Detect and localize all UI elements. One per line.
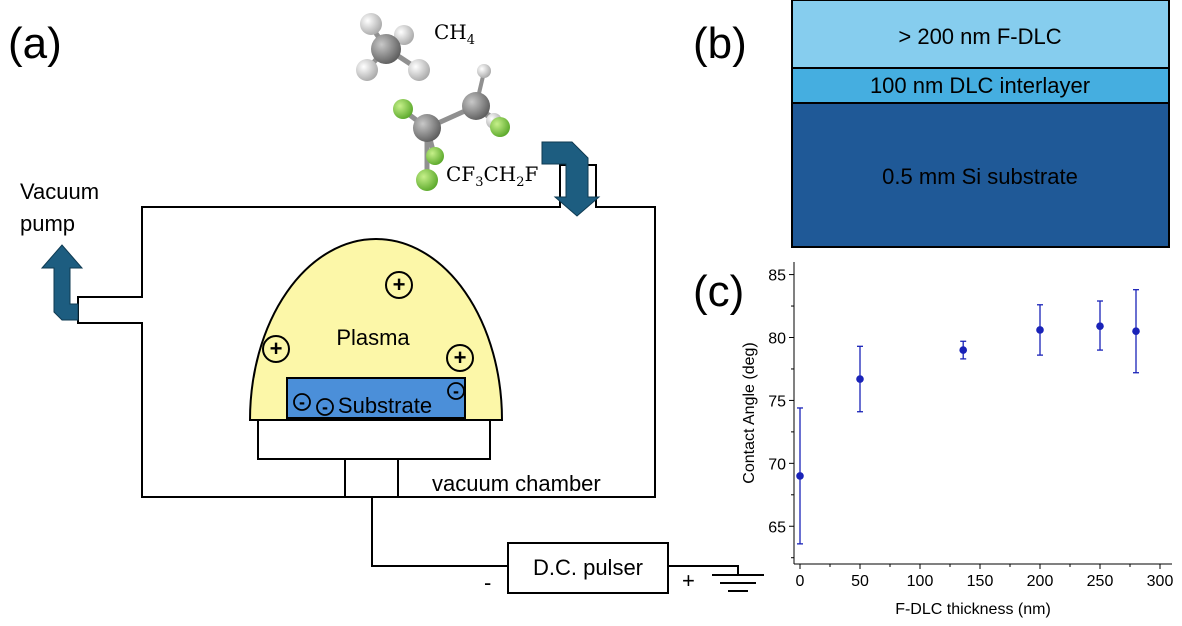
- tetrafluoroethane-formula: CF3CH2F: [446, 162, 539, 190]
- panel-a: (a) Plasma + + + Substrate - -: [8, 13, 764, 595]
- vacuum-pump-label: Vacuum: [20, 179, 99, 204]
- layer-si-substrate-label: 0.5 mm Si substrate: [882, 164, 1078, 189]
- panel-c: (c) 0 50 100 150 200 250 300 65 70 75 80 85F-DLC th…: [693, 262, 1173, 618]
- pump-outflow-arrow-icon: [40, 244, 84, 321]
- layer-fdlc-label: > 200 nm F-DLC: [898, 24, 1061, 49]
- dc-pulser-label: D.C. pulser: [533, 555, 643, 580]
- vacuum-chamber-outline: [77, 164, 656, 498]
- svg-text:-: -: [453, 381, 459, 401]
- substrate: [286, 377, 466, 419]
- ground-icon: [712, 574, 764, 592]
- data-point: [1132, 327, 1140, 336]
- y-axis-label: Contact Angle (deg): [741, 342, 758, 483]
- electrode-plate: [257, 419, 491, 460]
- dc-pulser-box: [507, 542, 669, 594]
- methane-molecule-icon: [356, 13, 430, 81]
- negative-charge-icon: -: [316, 397, 334, 417]
- x-tick-label: 0: [796, 573, 805, 590]
- substrate-label: Substrate: [338, 393, 432, 418]
- data-point: [1036, 326, 1044, 334]
- y-tick-label: 70: [768, 456, 786, 473]
- svg-text:-: -: [299, 392, 305, 412]
- panel-b: (b) > 200 nm F-DLC 100 nm DLC interlayer…: [693, 0, 1170, 248]
- data-point: [856, 375, 864, 383]
- tetrafluoroethane-molecule-icon: [393, 64, 510, 191]
- pulser-wire: [371, 497, 508, 567]
- x-tick-label: 100: [907, 573, 934, 590]
- x-tick-label: 50: [851, 573, 869, 590]
- x-tick-label: 250: [1087, 573, 1114, 590]
- vacuum-pump-label: pump: [20, 211, 75, 236]
- plasma-dome: [248, 238, 504, 421]
- layer-dlc-interlayer-label: 100 nm DLC interlayer: [870, 73, 1090, 98]
- x-axis-label: F-DLC thickness (nm): [895, 601, 1051, 618]
- pulser-minus-label: -: [484, 570, 491, 595]
- positive-ion-icon: +: [385, 271, 413, 299]
- pulser-plus-label: +: [682, 568, 695, 593]
- panel-c-label: (c): [693, 267, 744, 316]
- x-tick-label: 300: [1147, 573, 1174, 590]
- data-point: [796, 472, 804, 480]
- svg-text:+: +: [393, 272, 406, 297]
- data-point: [1096, 322, 1104, 330]
- electrode-feedthrough: [344, 458, 399, 498]
- x-tick-label: 200: [1027, 573, 1054, 590]
- positive-ion-icon: +: [446, 344, 474, 372]
- y-tick-label: 80: [768, 331, 786, 348]
- y-tick-label: 65: [768, 519, 786, 536]
- layer-fdlc: [791, 0, 1170, 69]
- vacuum-chamber-label: vacuum chamber: [432, 471, 601, 496]
- panel-a-label: (a): [8, 19, 62, 68]
- contact-angle-chart: 0 50 100 150 200 250 300 65 70 75 80 85F-DLC thickn…: [741, 262, 1173, 618]
- methane-formula: CH4: [434, 20, 475, 48]
- ground-wire: [668, 565, 739, 575]
- data-point: [959, 346, 967, 354]
- x-tick-label: 150: [967, 573, 994, 590]
- layer-dlc-interlayer: [791, 67, 1170, 104]
- plasma-label: Plasma: [336, 325, 410, 350]
- svg-text:+: +: [270, 336, 283, 361]
- layer-si-substrate: [791, 102, 1170, 248]
- negative-charge-icon: -: [293, 392, 311, 412]
- panel-b-label: (b): [693, 19, 747, 68]
- positive-ion-icon: +: [262, 335, 290, 363]
- gas-inlet-arrow-icon: [541, 141, 601, 217]
- svg-text:-: -: [322, 397, 328, 417]
- y-tick-label: 75: [768, 393, 786, 410]
- y-tick-label: 85: [768, 268, 786, 285]
- negative-charge-icon: -: [447, 381, 465, 401]
- svg-text:+: +: [454, 345, 467, 370]
